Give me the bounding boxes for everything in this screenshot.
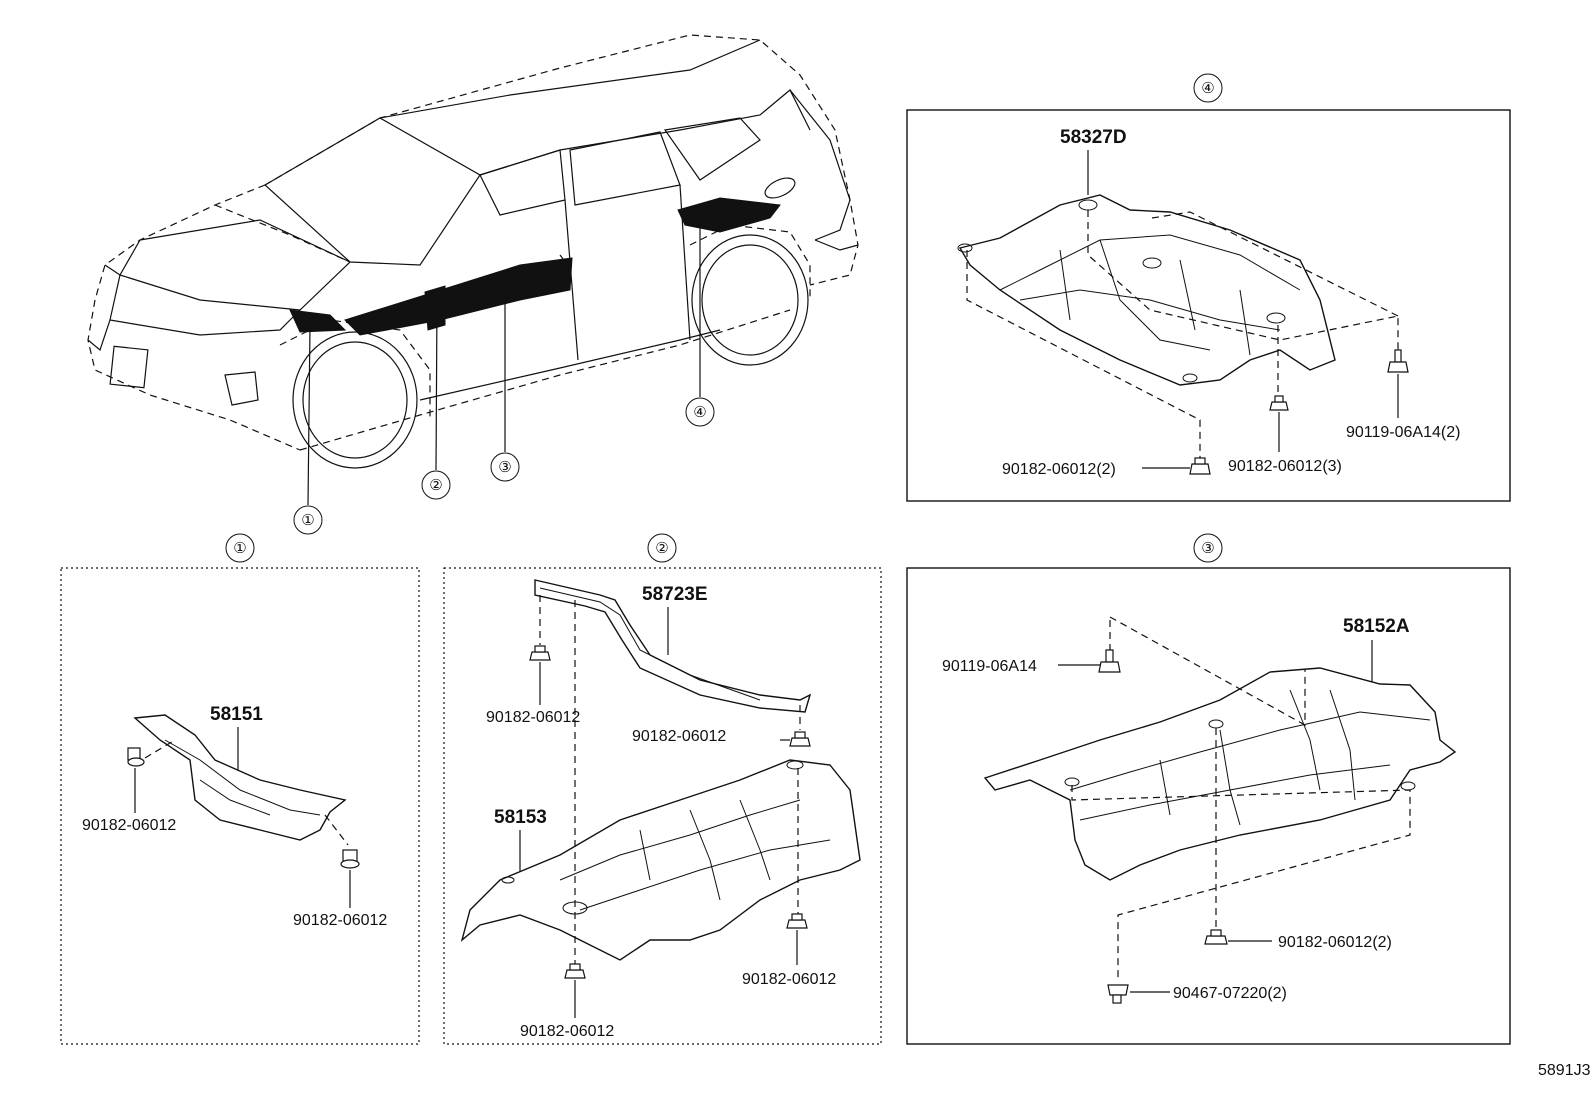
fastener-label-p2b: 90182-06012 <box>632 728 726 745</box>
fastener-label-p2d: 90182-06012 <box>520 1023 614 1040</box>
panel-3-frame <box>906 567 1511 1045</box>
fastener-label-p1a: 90182-06012 <box>82 817 176 834</box>
callout-1-label: ① <box>301 511 314 529</box>
panel-4-title: ④ <box>1201 79 1214 97</box>
part-58151-label: 58151 <box>210 704 263 725</box>
fastener-90467-07220-p3 <box>1107 984 1129 1004</box>
fastener-label-p3c: 90467-07220(2) <box>1173 985 1287 1002</box>
panel-1-title: ① <box>233 539 246 557</box>
fastener-90119-06A14-p4 <box>1387 349 1409 373</box>
fastener-label-p3b: 90182-06012(2) <box>1278 934 1392 951</box>
fastener-label-p2a: 90182-06012 <box>486 709 580 726</box>
fastener-label-p1b: 90182-06012 <box>293 912 387 929</box>
part-58153-label: 58153 <box>494 807 547 828</box>
part-58151-shape <box>133 714 347 841</box>
fastener-label-p4c: 90119-06A14(2) <box>1346 424 1460 441</box>
fastener-90182-06012-p2b <box>789 731 811 747</box>
panel-2-title: ② <box>655 539 668 557</box>
panel-1-frame <box>60 567 420 1045</box>
callout-2: ② <box>421 470 451 500</box>
panel-1: ① 58151 90182-06012 90182-06012 <box>60 533 420 1045</box>
fastener-90182-06012-p2c <box>786 913 808 929</box>
callout-1: ① <box>293 505 323 535</box>
panel-4: ④ 58327D <box>906 73 1511 502</box>
fastener-label-p4b: 90182-06012(3) <box>1228 458 1342 475</box>
fastener-label-p3a: 90119-06A14 <box>942 658 1037 675</box>
part-58723E-shape <box>534 579 812 713</box>
diagram-code: 5891J3 <box>1538 1062 1591 1079</box>
vehicle-illustration: ① ② ③ ④ <box>87 34 859 535</box>
callout-2-label: ② <box>429 476 442 494</box>
part-58153-shape <box>460 759 861 961</box>
fastener-90182-06012-p1b <box>340 849 360 869</box>
part-58152A-label: 58152A <box>1343 616 1410 637</box>
fastener-90182-06012-p2a <box>529 645 551 661</box>
panel-2: ② 58723E 58153 <box>443 533 882 1045</box>
panel-4-frame <box>906 109 1511 502</box>
fastener-90182-06012-p2d <box>564 963 586 979</box>
fastener-90182-06012-p4a <box>1189 457 1211 475</box>
callout-3: ③ <box>490 452 520 482</box>
callout-3-label: ③ <box>498 458 511 476</box>
callout-4-label: ④ <box>693 403 706 421</box>
fastener-90119-06A14-p3 <box>1098 649 1121 673</box>
part-58723E-label: 58723E <box>642 584 708 605</box>
fastener-label-p2c: 90182-06012 <box>742 971 836 988</box>
fastener-label-p4a: 90182-06012(2) <box>1002 461 1116 478</box>
part-58327D-label: 58327D <box>1060 127 1127 148</box>
fastener-90182-06012-p4b <box>1269 395 1289 411</box>
part-58327D-shape <box>957 194 1336 386</box>
fastener-90182-06012-p3 <box>1204 929 1228 945</box>
panel-2-frame <box>443 567 882 1045</box>
part-58152A-shape <box>983 667 1457 881</box>
fastener-90182-06012-p1a <box>127 747 145 767</box>
callout-4: ④ <box>685 397 715 427</box>
panel-3-title: ③ <box>1201 539 1214 557</box>
panel-3: ③ 58152A <box>906 533 1511 1045</box>
